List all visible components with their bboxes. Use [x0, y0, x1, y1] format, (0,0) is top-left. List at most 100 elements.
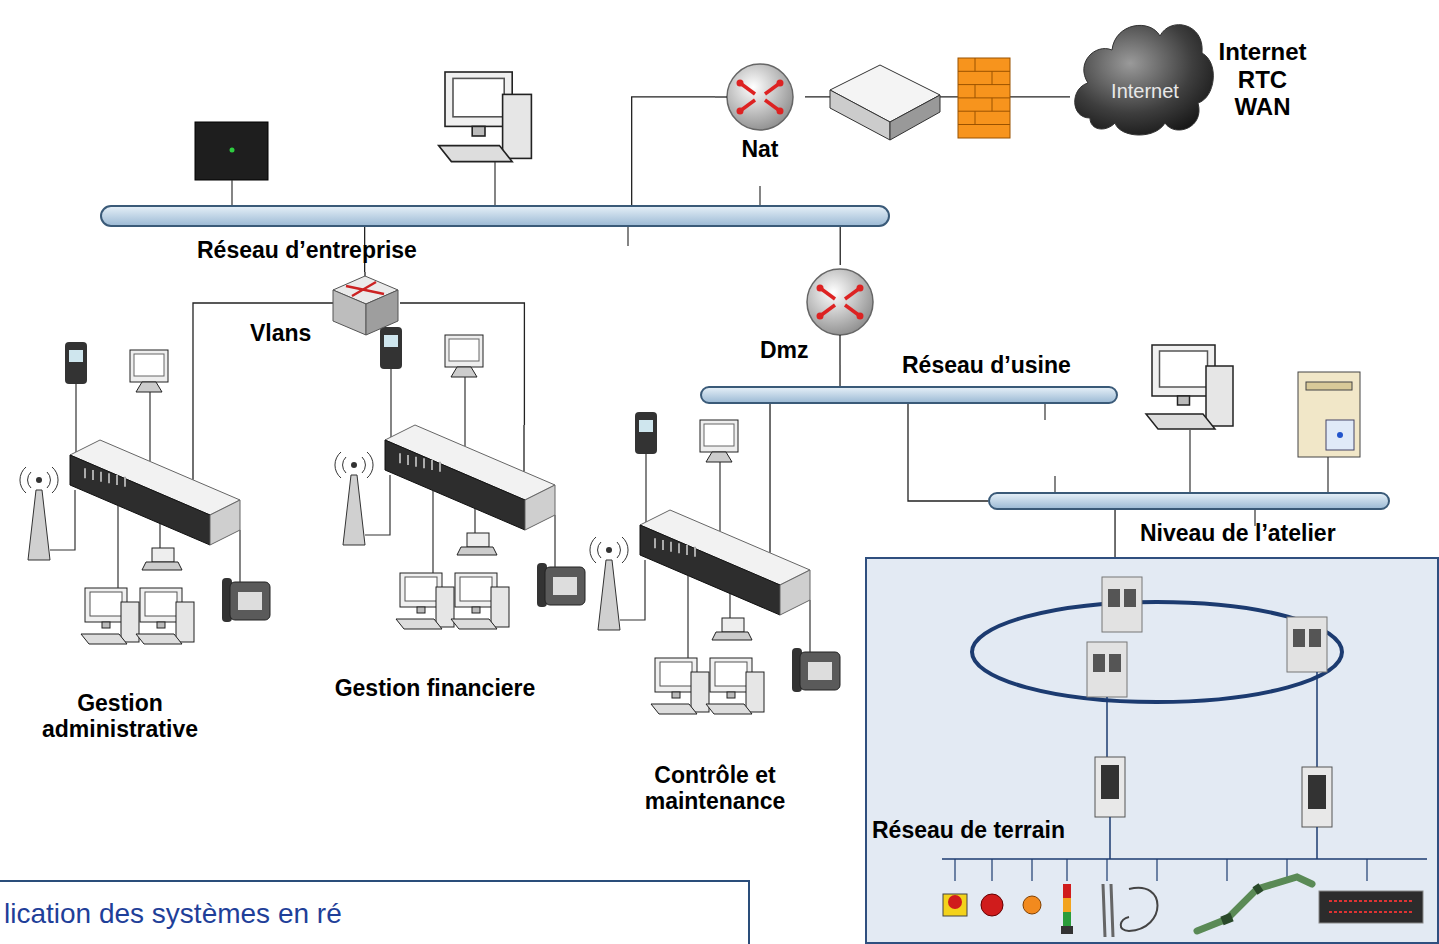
network-link [839, 365, 840, 386]
stand [672, 692, 680, 698]
server-led [230, 148, 235, 153]
node-label: Contrôle et maintenance [610, 762, 820, 815]
wire [149, 392, 150, 461]
network-link [840, 227, 841, 265]
router-body [727, 64, 793, 130]
robot-arm [1197, 877, 1312, 931]
wire [523, 425, 524, 472]
computer-icon [1146, 345, 1233, 429]
network-link [908, 404, 988, 501]
wire [620, 560, 645, 620]
node-label: Internet [1095, 80, 1195, 103]
tower [121, 602, 139, 642]
wire [645, 454, 646, 522]
field-network-panel: Réseau de terrain [865, 557, 1439, 944]
switch-port [92, 470, 94, 480]
wire [1066, 859, 1067, 881]
screen [460, 577, 492, 601]
sensor-cable [1121, 888, 1158, 931]
switch-port [108, 473, 110, 483]
wire [627, 227, 628, 246]
switch-port [431, 460, 433, 470]
wire [1316, 827, 1318, 859]
switch-port [100, 472, 102, 482]
stand [727, 692, 735, 698]
node-label: Nat [715, 136, 805, 162]
switch-port [662, 540, 664, 550]
desk-phone-keypad [808, 662, 832, 680]
wire [975, 85, 976, 98]
switch-port [1108, 589, 1120, 607]
wire [365, 475, 390, 535]
ring-switch [1087, 642, 1127, 697]
router-arrowhead [737, 108, 744, 115]
internet-cloud: InternetInternet RTC WAN [1070, 8, 1330, 143]
screen [660, 662, 692, 686]
computer-icon [651, 658, 709, 714]
switch-port [678, 543, 680, 553]
keyboard [439, 146, 513, 162]
wire [494, 162, 495, 205]
router-body [807, 269, 873, 335]
antenna-mast [28, 490, 50, 560]
keyboard [396, 619, 442, 629]
wire [769, 510, 770, 553]
tower [491, 587, 509, 627]
hub-shape [640, 510, 810, 615]
network-bus: Niveau de l’atelier [988, 492, 1390, 510]
switch-port [1124, 589, 1136, 607]
laptop-base [457, 547, 497, 555]
node-label: Réseau d’entreprise [197, 237, 527, 263]
robot-joint [1222, 887, 1261, 921]
laptop-screen [722, 618, 744, 632]
lan-switch: Gestion administrative [70, 440, 240, 545]
wire [1189, 430, 1190, 492]
stand [157, 622, 165, 628]
antenna-tip [351, 462, 357, 468]
wire [687, 576, 688, 658]
screen [715, 662, 747, 686]
screen [453, 78, 504, 116]
wire [390, 369, 391, 437]
network-link [193, 303, 250, 440]
switch-front [385, 440, 525, 530]
mobile-screen [384, 335, 398, 347]
keyboard [451, 619, 497, 629]
wire [474, 507, 475, 533]
computer-icon [1146, 345, 1233, 429]
switch-port [84, 468, 86, 478]
wire [1156, 859, 1157, 881]
monitor-base [706, 452, 732, 462]
wire [464, 377, 465, 446]
mobile-screen [639, 420, 653, 432]
wire [432, 491, 433, 573]
wire [192, 440, 193, 480]
push-button [981, 894, 1003, 916]
wire [1226, 859, 1227, 881]
ring-switch [1102, 577, 1142, 632]
router-arrowhead [817, 285, 824, 292]
switch-port [399, 453, 401, 463]
wire [1316, 672, 1318, 767]
router-arrowhead [857, 285, 864, 292]
computer-icon [451, 573, 509, 629]
laptop-screen [152, 548, 174, 562]
wire [958, 84, 1010, 85]
modem-side [890, 95, 940, 140]
switch-front [70, 455, 210, 545]
tower [176, 602, 194, 642]
mobile-screen [69, 350, 83, 362]
switch-port [423, 458, 425, 468]
switch-side [210, 500, 240, 545]
mobile-phone [635, 412, 657, 454]
screen [1160, 351, 1208, 387]
computer-icon [439, 72, 532, 162]
switch-port [124, 477, 126, 487]
desk-phone [230, 582, 270, 620]
mobile-phone [65, 342, 87, 384]
plc-front [1308, 775, 1326, 809]
keyboard [706, 704, 752, 714]
wire [1366, 859, 1367, 881]
bus-shape [990, 494, 1392, 512]
switch-left [333, 290, 366, 335]
